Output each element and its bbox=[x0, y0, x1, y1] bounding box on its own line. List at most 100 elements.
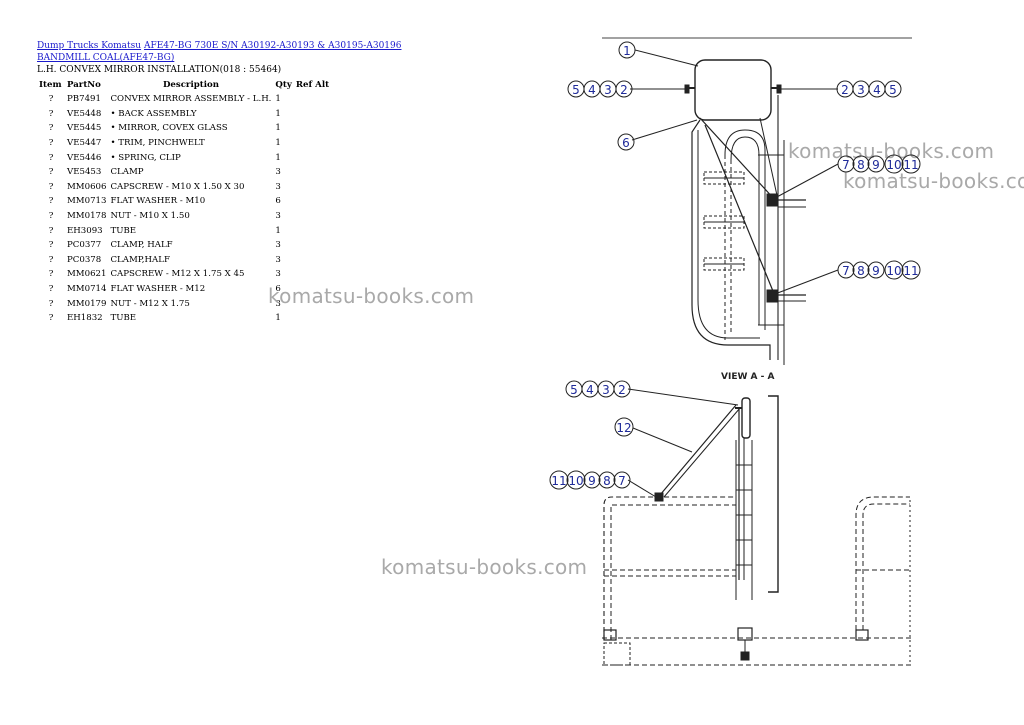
cell-description: CONVEX MIRROR ASSEMBLY - L.H. bbox=[110, 94, 272, 105]
cell-description: NUT - M12 X 1.75 bbox=[110, 298, 190, 309]
clamp bbox=[766, 193, 778, 207]
cell-partno: PC0377 bbox=[67, 240, 102, 251]
svg-text:2: 2 bbox=[618, 383, 626, 397]
cell-description: FLAT WASHER - M10 bbox=[110, 196, 206, 207]
table-row: ? VE5447 • TRIM, PINCHWELT 1 bbox=[37, 136, 331, 151]
svg-text:5: 5 bbox=[889, 83, 897, 97]
cell-description: TUBE bbox=[110, 313, 137, 324]
svg-text:3: 3 bbox=[857, 83, 865, 97]
cell-partno: VE5446 bbox=[67, 152, 102, 163]
watermark-text: komatsu-books.com bbox=[843, 169, 1024, 193]
cell-item: ? bbox=[48, 240, 54, 251]
upper-view bbox=[684, 59, 806, 365]
svg-text:8: 8 bbox=[857, 158, 865, 172]
cell-description: CLAMP,HALF bbox=[110, 254, 170, 265]
svg-text:4: 4 bbox=[873, 83, 881, 97]
callout-group-clamp-upper: 7 8 9 10 11 bbox=[837, 154, 921, 174]
svg-text:8: 8 bbox=[857, 264, 865, 278]
cell-qty: 3 bbox=[275, 269, 281, 280]
svg-text:9: 9 bbox=[872, 264, 880, 278]
cell-partno: VE5445 bbox=[67, 123, 102, 134]
cell-qty: 1 bbox=[275, 138, 281, 149]
cell-item: ? bbox=[48, 211, 54, 222]
svg-text:11: 11 bbox=[903, 158, 918, 172]
parts-table: Item PartNo Description Qty Ref Alt ?PB7… bbox=[37, 78, 331, 326]
svg-text:11: 11 bbox=[551, 474, 566, 488]
cell-partno: MM0621 bbox=[67, 269, 107, 280]
callout-group-clamp-lower-view: 11 10 9 8 7 bbox=[549, 470, 631, 490]
watermark-text: komatsu-books.com bbox=[268, 284, 475, 308]
cell-qty: 1 bbox=[275, 152, 281, 163]
callout-group-clamp-lower: 7 8 9 10 11 bbox=[837, 260, 921, 280]
svg-text:12: 12 bbox=[616, 421, 631, 435]
cell-description: • SPRING, CLIP bbox=[110, 152, 181, 163]
cell-partno: EH1832 bbox=[67, 313, 103, 324]
cell-item: ? bbox=[48, 181, 54, 192]
svg-text:8: 8 bbox=[603, 474, 611, 488]
cell-description: CAPSCREW - M10 X 1.50 X 30 bbox=[110, 181, 245, 192]
cell-item: ? bbox=[48, 225, 54, 236]
svg-text:10: 10 bbox=[886, 158, 901, 172]
cell-partno: PC0378 bbox=[67, 254, 102, 265]
svg-text:4: 4 bbox=[588, 83, 596, 97]
cell-qty: 6 bbox=[275, 284, 281, 295]
column-header-qty: Qty bbox=[275, 80, 292, 90]
cell-qty: 3 bbox=[275, 167, 281, 178]
cell-description: FLAT WASHER - M12 bbox=[110, 284, 206, 295]
cell-partno: VE5447 bbox=[67, 138, 102, 149]
cell-partno: EH3093 bbox=[67, 225, 103, 236]
table-row: ? PC0378 CLAMP,HALF 3 bbox=[37, 253, 331, 268]
svg-text:10: 10 bbox=[886, 264, 901, 278]
svg-text:6: 6 bbox=[622, 136, 630, 150]
watermark-text: komatsu-books.com bbox=[381, 555, 588, 579]
cell-item: ? bbox=[48, 94, 54, 105]
svg-text:3: 3 bbox=[602, 383, 610, 397]
callout-group-right-upper: 2 3 4 5 bbox=[836, 80, 902, 98]
cell-description: TUBE bbox=[110, 225, 137, 236]
cell-description: CLAMP bbox=[110, 167, 144, 178]
cell-item: ? bbox=[48, 313, 54, 324]
column-header-partno: PartNo bbox=[67, 80, 101, 90]
cell-description: • MIRROR, COVEX GLASS bbox=[110, 123, 228, 134]
cell-partno: MM0713 bbox=[67, 196, 107, 207]
callout-balloon: 12 bbox=[614, 417, 634, 437]
cell-qty: 1 bbox=[275, 94, 281, 105]
svg-text:2: 2 bbox=[620, 83, 628, 97]
cell-item: ? bbox=[48, 123, 54, 134]
cell-partno: MM0606 bbox=[67, 181, 107, 192]
callout-group-left-upper: 5 4 3 2 bbox=[567, 80, 633, 98]
svg-text:9: 9 bbox=[872, 158, 880, 172]
svg-text:7: 7 bbox=[618, 474, 626, 488]
svg-text:3: 3 bbox=[604, 83, 612, 97]
leader-lines bbox=[627, 49, 839, 498]
cell-item: ? bbox=[48, 108, 54, 119]
cell-description: CLAMP, HALF bbox=[110, 240, 173, 251]
cell-item: ? bbox=[48, 269, 54, 280]
cell-qty: 3 bbox=[275, 181, 281, 192]
cell-description: • TRIM, PINCHWELT bbox=[110, 138, 205, 149]
column-header-item: Item bbox=[39, 80, 62, 90]
svg-text:4: 4 bbox=[586, 383, 594, 397]
cell-qty: 1 bbox=[275, 108, 281, 119]
breadcrumb-link-dump-trucks[interactable]: Dump Trucks Komatsu bbox=[37, 41, 142, 51]
breadcrumb-link-model[interactable]: AFE47-BG 730E S/N A30192-A30193 & A30195… bbox=[37, 41, 402, 63]
view-label: VIEW A - A bbox=[721, 372, 774, 382]
watermark-text: komatsu-books.com bbox=[788, 139, 995, 163]
cell-item: ? bbox=[48, 138, 54, 149]
cell-qty: 3 bbox=[275, 254, 281, 265]
cell-item: ? bbox=[48, 254, 54, 265]
svg-text:5: 5 bbox=[570, 383, 578, 397]
clamp bbox=[766, 289, 778, 303]
column-header-description: Description bbox=[162, 80, 219, 90]
